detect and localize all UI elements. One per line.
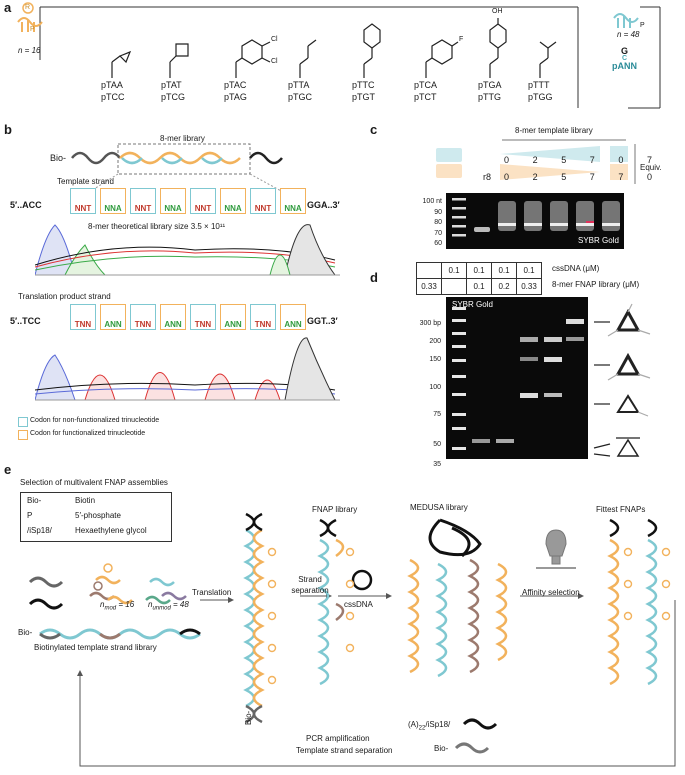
c-stain: SYBR Gold <box>578 236 619 245</box>
codon-box: TNN <box>130 304 156 330</box>
codon-box: ANN <box>100 304 126 330</box>
e-workflow-diagram <box>28 512 676 767</box>
c-header-graphics <box>436 139 636 184</box>
c-row2-label: r8 <box>483 172 492 182</box>
translation-title: Translation product strand <box>18 292 111 301</box>
e-title: Selection of multivalent FNAP assemblies <box>20 478 168 487</box>
side-chain-structures <box>111 18 557 78</box>
codon-box: NNT <box>130 188 156 214</box>
e-legend-box: Bio- Biotin P 5′-phosphate /iSp18/ Hexae… <box>20 492 172 542</box>
orange-p-mark: P <box>30 26 35 33</box>
c-title: 8-mer template library <box>515 126 593 135</box>
affinity-label: Affinity selection <box>522 588 580 597</box>
d-row1-label: cssDNA (μM) <box>552 264 600 273</box>
cl-label-2: Cl <box>271 58 278 65</box>
panel-e-label: e <box>4 462 12 477</box>
template-right: GGA..3′ <box>307 200 340 210</box>
codon-box: NNA <box>220 188 246 214</box>
codon-box: NNA <box>280 188 306 214</box>
panel-c-label: c <box>370 122 378 137</box>
legend-blue: Codon for non-functionalized trinucleoti… <box>30 417 160 424</box>
d-table: 0.1 0.1 0.1 0.1 0.33 0.1 0.2 0.33 <box>416 262 542 295</box>
codon-box: ANN <box>280 304 306 330</box>
codon-box: NNA <box>160 188 186 214</box>
bio-vertical-label: Bio- <box>244 710 253 725</box>
d-gel-image <box>446 297 588 459</box>
library-size: 8-mer theoretical library size 3.5 × 10¹… <box>88 222 226 231</box>
right-codon-top: G <box>621 46 629 56</box>
codon-box: TNN <box>70 304 96 330</box>
c-gel-image <box>446 193 624 249</box>
fnap-library-label: FNAP library <box>312 505 358 514</box>
teal-p-mark: P <box>640 22 645 29</box>
codon-box: TNN <box>250 304 276 330</box>
cssdna-label: cssDNA <box>344 600 373 609</box>
n-mod-label: nmod = 16 <box>100 600 135 612</box>
fittest-label: Fittest FNAPs <box>596 505 646 514</box>
legend-blue-swatch <box>18 417 28 427</box>
library-label: 8-mer library <box>160 134 205 143</box>
legend-orange-swatch <box>18 430 28 440</box>
codon-box: ANN <box>220 304 246 330</box>
translation-left: 5′..TCC <box>10 316 41 326</box>
panel-d-label: d <box>370 270 378 285</box>
codon-box: ANN <box>160 304 186 330</box>
f-label: F <box>459 36 464 43</box>
medusa-library-label: MEDUSA library <box>410 503 468 512</box>
codon-box: NNT <box>250 188 276 214</box>
pcr-label-2: Template strand separation <box>296 746 393 755</box>
template-title: Template strand <box>57 177 114 186</box>
codon-box: NNT <box>70 188 96 214</box>
right-codon-bottom: pANN <box>612 61 637 71</box>
n-right: n = 48 <box>617 30 640 39</box>
translation-label: Translation <box>192 588 232 597</box>
codon-box: TNN <box>190 304 216 330</box>
d-row2-label: 8-mer FNAP library (μM) <box>552 280 640 289</box>
d-stain: SYBR Gold <box>452 300 493 309</box>
panel-b-label: b <box>4 122 12 137</box>
legend-orange: Codon for functionalized trinucleotide <box>30 430 146 437</box>
codon-box: NNT <box>190 188 216 214</box>
a22-label: (A)22/iSp18/ <box>408 720 451 732</box>
orange-r-mark: R <box>25 4 31 11</box>
n-unmod-label: nunmod = 48 <box>148 600 189 612</box>
cl-label-1: Cl <box>271 36 278 43</box>
panel-a-frame <box>17 2 661 109</box>
bio-prefix: Bio- <box>50 153 67 163</box>
product-chromatogram <box>35 337 340 401</box>
biotinylated-label: Biotinylated template strand library <box>34 643 157 652</box>
orange-trinucleotide-icon <box>17 2 43 32</box>
teal-trinucleotide-icon <box>613 13 639 28</box>
translation-right: GGT..3′ <box>307 316 338 326</box>
template-left: 5′..ACC <box>10 200 42 210</box>
codon-box: NNA <box>100 188 126 214</box>
template-chromatogram <box>35 224 340 276</box>
panel-a-label: a <box>4 0 12 15</box>
n-left: n = 16 <box>18 46 41 55</box>
bio-bottom-label: Bio- <box>434 744 449 753</box>
pcr-label-1: PCR amplification <box>306 734 370 743</box>
d-assembly-schematics <box>593 303 651 457</box>
oh-label: OH <box>492 8 503 15</box>
right-codon-mid: C <box>622 55 628 62</box>
c-equiv: Equiv. <box>640 163 662 172</box>
e-bio-label: Bio- <box>18 628 33 637</box>
